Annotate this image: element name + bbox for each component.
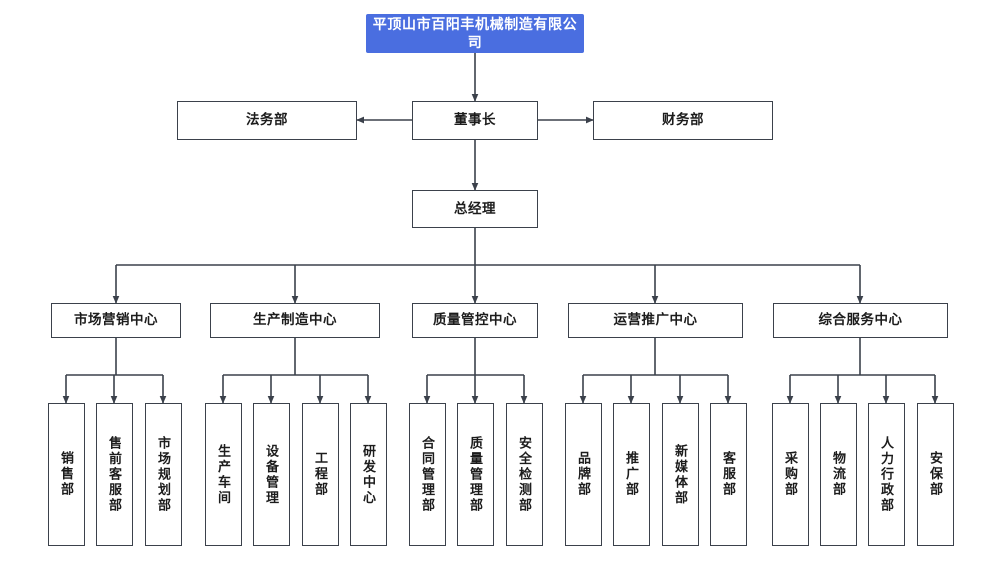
node-center-general-services[interactable]: 综合服务中心	[773, 303, 948, 338]
node-label: 合同管理部	[420, 435, 435, 514]
node-center-manufacturing[interactable]: 生产制造中心	[210, 303, 380, 338]
node-chairman[interactable]: 董事长	[412, 101, 538, 140]
node-label: 品牌部	[576, 451, 591, 498]
node-label: 生产车间	[216, 443, 231, 506]
node-center-marketing[interactable]: 市场营销中心	[51, 303, 181, 338]
node-label: 采购部	[783, 451, 798, 498]
node-dept-customer-service[interactable]: 客服部	[710, 403, 747, 546]
node-label: 市场规划部	[156, 435, 171, 514]
node-dept-logistics[interactable]: 物流部	[820, 403, 857, 546]
node-label: 新媒体部	[673, 443, 688, 506]
node-label: 总经理	[454, 200, 496, 216]
node-dept-market-planning[interactable]: 市场规划部	[145, 403, 182, 546]
node-label: 研发中心	[361, 443, 376, 506]
node-label: 市场营销中心	[74, 312, 158, 328]
node-dept-sales[interactable]: 销售部	[48, 403, 85, 546]
node-dept-equipment-management[interactable]: 设备管理	[253, 403, 290, 546]
node-label: 综合服务中心	[818, 312, 903, 328]
node-label: 物流部	[831, 451, 846, 498]
node-dept-hr-administration[interactable]: 人力行政部	[868, 403, 905, 546]
node-dept-procurement[interactable]: 采购部	[772, 403, 809, 546]
node-label: 安全检测部	[517, 435, 532, 514]
node-label: 设备管理	[264, 443, 279, 506]
node-dept-rnd-center[interactable]: 研发中心	[350, 403, 387, 546]
node-dept-engineering[interactable]: 工程部	[302, 403, 339, 546]
node-dept-promotion[interactable]: 推广部	[613, 403, 650, 546]
node-label: 人力行政部	[879, 435, 894, 514]
node-dept-production-workshop[interactable]: 生产车间	[205, 403, 242, 546]
node-center-operations[interactable]: 运营推广中心	[568, 303, 743, 338]
node-dept-new-media[interactable]: 新媒体部	[662, 403, 699, 546]
node-dept-safety-inspection[interactable]: 安全检测部	[506, 403, 543, 546]
node-label: 财务部	[662, 112, 704, 128]
node-dept-contract-management[interactable]: 合同管理部	[409, 403, 446, 546]
node-general-manager[interactable]: 总经理	[412, 190, 538, 228]
node-label: 董事长	[454, 112, 496, 128]
node-dept-security[interactable]: 安保部	[917, 403, 954, 546]
node-label: 平顶山市百阳丰机械制造有限公司	[372, 16, 578, 50]
node-label: 工程部	[313, 451, 328, 498]
node-label: 质量管理部	[468, 435, 483, 514]
node-legal-department[interactable]: 法务部	[177, 101, 357, 140]
node-label: 推广部	[624, 451, 639, 498]
node-dept-quality-management[interactable]: 质量管理部	[457, 403, 494, 546]
node-label: 售前客服部	[107, 435, 122, 514]
node-center-quality[interactable]: 质量管控中心	[412, 303, 538, 338]
node-label: 质量管控中心	[433, 312, 517, 328]
node-label: 客服部	[721, 451, 736, 498]
node-dept-presales-service[interactable]: 售前客服部	[96, 403, 133, 546]
node-label: 法务部	[246, 112, 288, 128]
node-label: 生产制造中心	[253, 312, 337, 328]
node-label: 安保部	[928, 451, 943, 498]
node-finance-department[interactable]: 财务部	[593, 101, 773, 140]
node-dept-brand[interactable]: 品牌部	[565, 403, 602, 546]
node-label: 销售部	[59, 451, 74, 498]
node-company-root[interactable]: 平顶山市百阳丰机械制造有限公司	[366, 14, 584, 53]
node-label: 运营推广中心	[613, 312, 698, 328]
